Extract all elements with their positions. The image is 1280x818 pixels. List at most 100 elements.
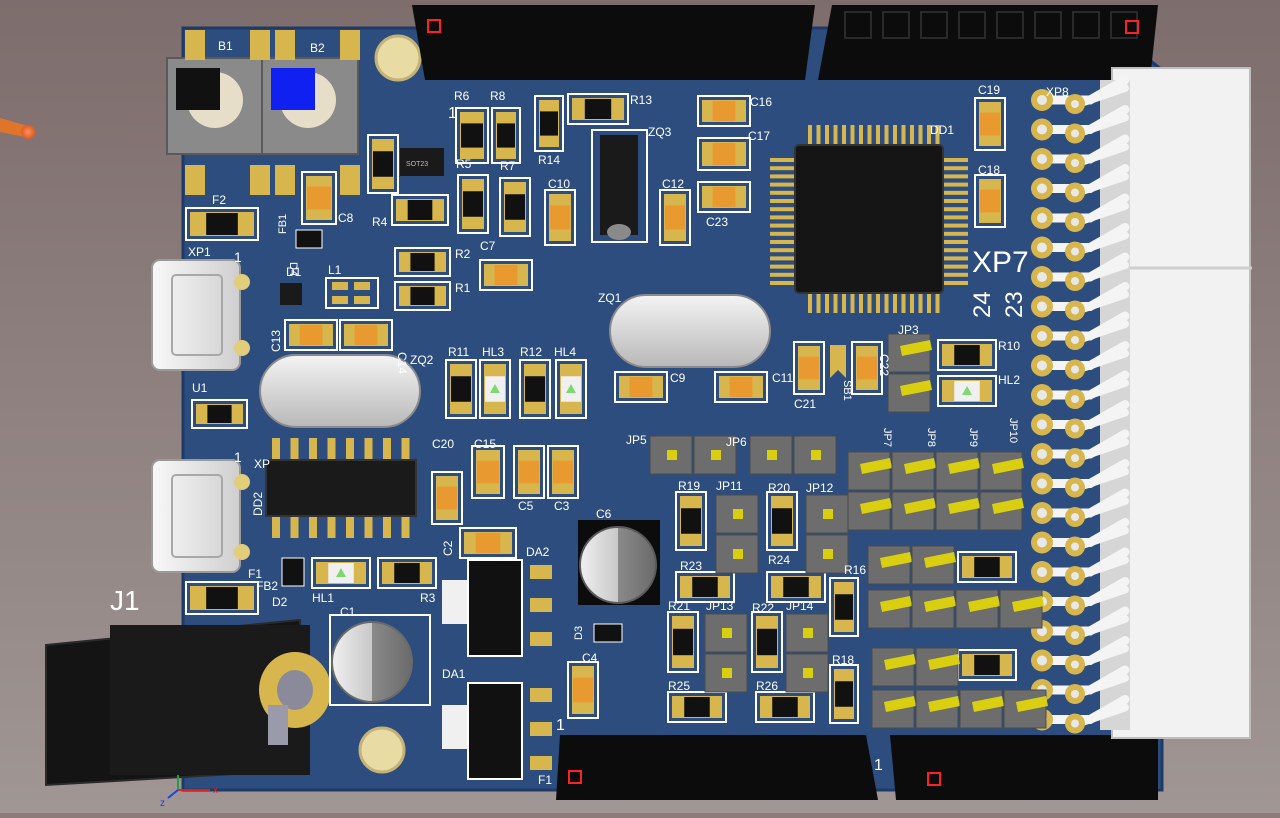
capacitor-c2[interactable] <box>459 527 517 559</box>
capacitor-c15[interactable] <box>471 445 505 499</box>
resistor-r21[interactable] <box>667 611 699 673</box>
jumper-jp14[interactable] <box>785 613 829 693</box>
resistor-r18[interactable] <box>829 664 859 724</box>
diode-d1[interactable] <box>280 283 302 305</box>
silkscreen-label: U1 <box>192 381 208 395</box>
jumper-block-d[interactable] <box>871 689 1048 729</box>
jumper-jp3[interactable] <box>887 333 932 413</box>
jumper-jp13[interactable] <box>704 613 748 693</box>
led-hl1[interactable] <box>311 557 371 589</box>
resistor-r23[interactable] <box>675 571 735 603</box>
diode-d4[interactable] <box>295 229 323 249</box>
capacitor-c6[interactable] <box>578 520 660 605</box>
button-b2[interactable] <box>261 57 359 155</box>
usb-connector-xp[interactable] <box>151 459 250 573</box>
jumper-jp7-jp10[interactable] <box>847 451 1024 531</box>
jumper-block-c[interactable] <box>871 647 960 687</box>
fuse-f1[interactable] <box>185 581 259 615</box>
resistor-r12[interactable] <box>519 359 551 419</box>
regulator-da2[interactable] <box>442 559 552 657</box>
resistor-r6[interactable] <box>455 107 489 164</box>
capacitor-c8[interactable] <box>301 171 337 225</box>
resistor-r13[interactable] <box>567 93 629 125</box>
solder-bridge-sb1[interactable] <box>830 345 846 378</box>
jumper-block-a[interactable] <box>867 545 956 585</box>
resistor-r5[interactable] <box>367 134 399 194</box>
capacitor-c5[interactable] <box>513 445 545 499</box>
capacitor-c20[interactable] <box>431 471 463 525</box>
xp7-pin-leg <box>1074 379 1129 403</box>
capacitor-c21[interactable] <box>793 341 825 395</box>
capacitor-c14[interactable] <box>339 319 393 351</box>
capacitor-c18[interactable] <box>974 174 1006 228</box>
crystal-zq1[interactable] <box>609 294 771 368</box>
bottom-header-right[interactable] <box>890 735 1158 800</box>
ic-dd2[interactable] <box>265 438 417 538</box>
resistor-r22[interactable] <box>751 611 783 673</box>
top-header-right[interactable] <box>818 5 1158 80</box>
capacitor-c10[interactable] <box>544 189 576 246</box>
resistor-r3[interactable] <box>377 557 437 589</box>
capacitor-c17[interactable] <box>697 137 751 171</box>
jumper-jp12[interactable] <box>805 494 849 574</box>
jumper-block-b[interactable] <box>867 589 1044 629</box>
xp7-pin-leg <box>1074 526 1129 551</box>
diode-d2[interactable] <box>281 557 305 587</box>
capacitor-c1[interactable] <box>329 614 431 706</box>
capacitor-c11[interactable] <box>714 371 768 403</box>
resistor-r1[interactable] <box>394 281 451 311</box>
resistor-r25[interactable] <box>667 691 727 723</box>
capacitor-c23[interactable] <box>697 181 751 213</box>
resistor-r16[interactable] <box>829 577 859 637</box>
capacitor-c4[interactable] <box>567 661 599 719</box>
resistor-r8[interactable] <box>491 107 521 164</box>
inductor-l1[interactable] <box>325 277 379 309</box>
crystal-zq3[interactable] <box>591 129 648 243</box>
power-jack-j1[interactable] <box>45 618 331 787</box>
mcu-dd1[interactable] <box>770 125 968 313</box>
resistor-r4[interactable] <box>391 194 449 226</box>
capacitor-c7[interactable] <box>479 259 533 291</box>
resistor-r7b[interactable] <box>499 177 531 237</box>
regulator-da1[interactable] <box>442 682 552 780</box>
resistor-r24[interactable] <box>766 571 826 603</box>
capacitor-c9[interactable] <box>614 371 668 403</box>
top-header-left[interactable] <box>412 5 815 80</box>
resistor-r26[interactable] <box>755 691 815 723</box>
led-hl4[interactable] <box>555 359 587 419</box>
capacitor-c3[interactable] <box>547 445 579 499</box>
resistor-r14[interactable] <box>534 95 564 152</box>
jumper-jp11[interactable] <box>715 494 759 574</box>
resistor-r2[interactable] <box>394 247 451 277</box>
xp7-connector[interactable] <box>1031 67 1252 739</box>
mcu-pin <box>943 248 968 253</box>
mcu-pin <box>859 293 863 313</box>
crystal-zq2[interactable] <box>259 354 421 428</box>
jumper-jp5[interactable] <box>649 435 737 475</box>
capacitor-c19[interactable] <box>974 97 1006 151</box>
resistor-r-jp2[interactable] <box>957 649 1017 681</box>
capacitor-c13[interactable] <box>284 319 338 351</box>
capacitor-c16[interactable] <box>697 95 751 127</box>
fuse-f2[interactable] <box>185 207 259 241</box>
led-hl2[interactable] <box>937 375 997 407</box>
resistor-r11[interactable] <box>445 359 477 419</box>
led-hl3[interactable] <box>479 359 511 419</box>
resistor-r-jp[interactable] <box>957 551 1017 583</box>
capacitor-c12[interactable] <box>659 189 691 246</box>
transistor-sot23[interactable]: SOT23 <box>400 148 444 176</box>
resistor-r10[interactable] <box>937 339 997 371</box>
button-b1[interactable] <box>166 57 264 155</box>
resistor-r19[interactable] <box>675 491 707 551</box>
resistor-r20[interactable] <box>766 491 798 551</box>
resistor-r-u1[interactable] <box>191 399 248 429</box>
bottom-header-left[interactable] <box>556 735 878 800</box>
resistor-r7[interactable] <box>457 174 489 234</box>
capacitor-c22[interactable] <box>851 341 883 395</box>
usb-connector-xp1[interactable] <box>151 259 250 371</box>
jumper-jp6[interactable] <box>749 435 837 475</box>
silkscreen-label: 23 <box>1001 291 1028 318</box>
diode-d3[interactable] <box>593 623 623 643</box>
